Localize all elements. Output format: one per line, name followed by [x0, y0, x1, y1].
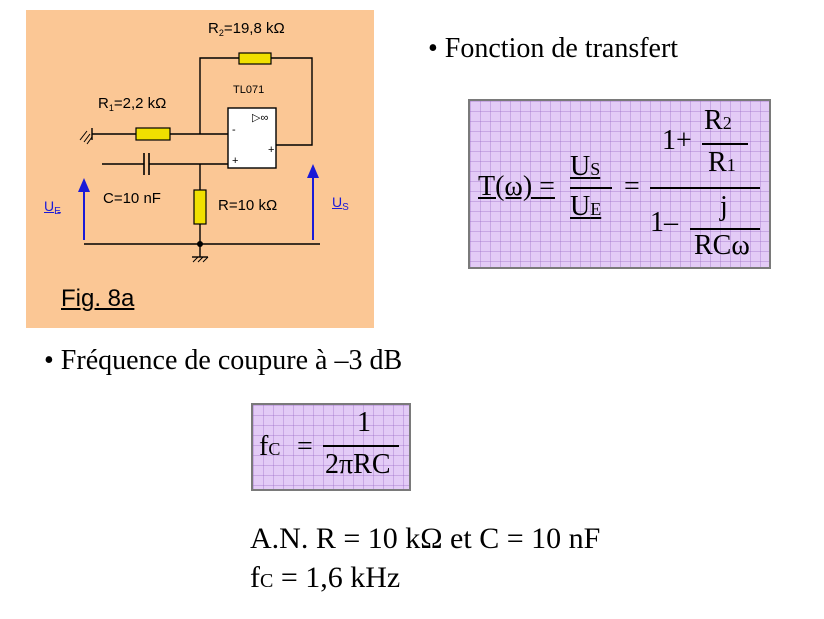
us-over-ue: US — [570, 151, 601, 182]
r2-symbol: R2 — [704, 105, 732, 136]
fc-denominator: 2πRC — [325, 449, 391, 480]
r-resistor — [193, 189, 207, 225]
opamp-plus: + — [232, 155, 239, 167]
opamp-symbol: ▷∞ — [252, 112, 269, 124]
circuit-schematic — [78, 52, 320, 263]
bottom-one-minus: 1– — [650, 207, 678, 238]
figure-caption: Fig. 8a — [61, 285, 135, 312]
ue-label: UE — [44, 198, 61, 217]
resistor-label: R=10 kΩ — [218, 197, 278, 214]
bullet-transfer-function: • Fonction de transfert — [428, 33, 679, 64]
circuit-figure: R2=19,8 kΩ TL071 R1=2,2 kΩ ▷∞ - + + C=10… — [26, 10, 374, 328]
bullet-cutoff-frequency: • Fréquence de coupure à –3 dB — [44, 345, 403, 376]
cutoff-formula-box: fC = 1 2πRC — [251, 403, 411, 491]
opamp-box — [227, 107, 277, 169]
j-symbol: j — [720, 191, 728, 222]
feedback-wire — [199, 57, 313, 146]
rcw-symbol: RCω — [694, 230, 750, 261]
application-line-1: A.N. R = 10 kΩ et C = 10 nF — [250, 522, 601, 555]
opamp-label: TL071 — [233, 84, 265, 96]
main-fraction-bar — [650, 187, 760, 189]
transfer-formula-box: T(ω) = US UE = 1+ R2 R1 1– j RCω — [468, 99, 771, 269]
transfer-lhs: T(ω) = — [478, 171, 555, 202]
opamp-minus: - — [232, 124, 236, 136]
top-one-plus: 1+ — [662, 125, 692, 156]
r1-resistor — [135, 127, 171, 141]
transfer-equals: = — [624, 171, 640, 202]
r1-symbol: R1 — [708, 147, 736, 178]
application-line-2: fC = 1,6 kHz — [250, 561, 401, 594]
fc-numerator: 1 — [357, 407, 371, 438]
fc-equals: = — [297, 431, 313, 462]
r2-label: R2=19,8 kΩ — [208, 20, 285, 38]
opamp-plus-out: + — [268, 144, 275, 156]
capacitor-label: C=10 nF — [103, 190, 161, 207]
r2-resistor — [238, 52, 272, 65]
fc-lhs: fC — [259, 431, 281, 462]
r1-label: R1=2,2 kΩ — [98, 95, 167, 113]
us-label: US — [332, 194, 349, 213]
ue-denominator: UE — [570, 191, 602, 222]
